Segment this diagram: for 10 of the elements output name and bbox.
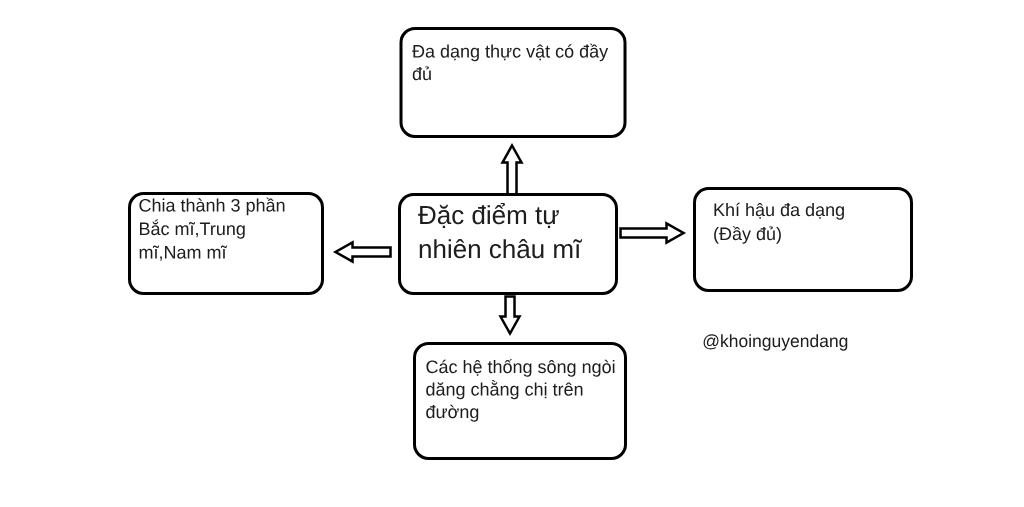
process-box: Các hệ thống sông ngòi dăng chằng chị trên đường (413, 342, 627, 460)
process-box: Đặc điểm tự nhiên châu mĩ (398, 193, 618, 295)
block-arrow (332, 240, 392, 264)
block-arrow (500, 142, 524, 196)
process-box: Đa dạng thực vật có đầy đủ (399, 27, 627, 138)
handle-text: @khoinguyendang (703, 334, 848, 351)
block-arrow (498, 295, 522, 337)
process-box: Khí hậu đa dạng (Đầy đủ) (693, 187, 913, 292)
block-arrow (619, 221, 687, 245)
process-box: Chia thành 3 phần Bắc mĩ,Trung mĩ,Nam mĩ (128, 192, 324, 295)
